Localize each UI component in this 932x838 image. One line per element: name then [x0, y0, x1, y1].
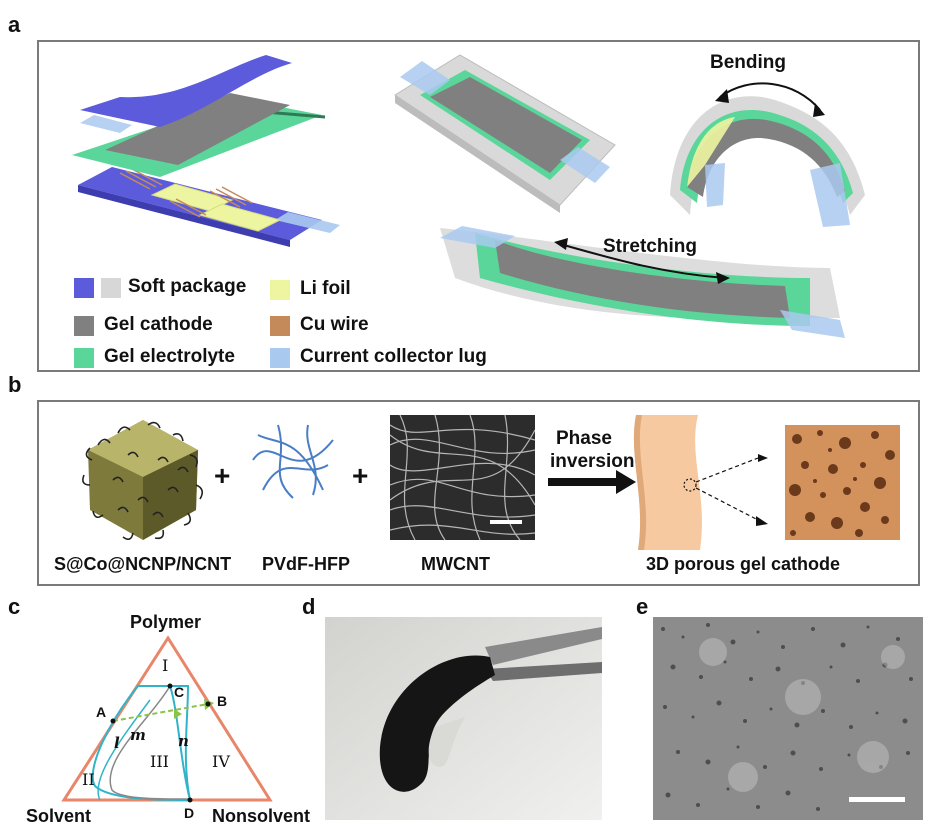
point-b: B — [217, 693, 228, 709]
flat-pouch-cell — [394, 54, 616, 213]
legend-cu-wire: Cu wire — [300, 314, 369, 335]
panel-letter-c: c — [8, 594, 21, 619]
label-mwcnt: MWCNT — [421, 554, 490, 574]
phase-label: Phase — [556, 428, 612, 449]
bent-cell — [670, 82, 865, 227]
legend-li-foil: Li foil — [300, 278, 351, 299]
legend-swatch-soft-package-blue — [74, 278, 94, 298]
legend-swatch-soft-package-gray — [101, 278, 121, 298]
plus-sign-1: + — [214, 460, 231, 491]
curve-l: l — [114, 734, 120, 752]
region-iv: IV — [212, 752, 230, 771]
pvdf-hfp-strands — [252, 424, 334, 499]
stretching-label: Stretching — [603, 236, 697, 257]
curve-m: m — [130, 726, 146, 744]
point-a: A — [96, 704, 107, 720]
label-gel-cathode: 3D porous gel cathode — [646, 554, 841, 574]
porous-sem-image — [653, 617, 923, 820]
region-ii: II — [82, 770, 95, 789]
ternary-phase-diagram — [61, 635, 273, 803]
legend-gel-cathode: Gel cathode — [104, 314, 213, 335]
inversion-label: inversion — [550, 451, 635, 472]
label-pvdf: PVdF-HFP — [262, 554, 350, 574]
legend-gel-electrolyte: Gel electrolyte — [104, 346, 235, 367]
legend-swatch-gel-electrolyte — [74, 348, 94, 368]
legend-soft-package: Soft package — [128, 276, 247, 297]
curve-n: n — [178, 732, 189, 750]
legend-swatch-cu-wire — [270, 316, 290, 336]
vertex-solvent: Solvent — [26, 806, 92, 826]
bent-gel-cathode-photo — [325, 617, 602, 820]
legend-swatch-gel-cathode — [74, 316, 94, 336]
point-c: C — [174, 684, 185, 700]
stretched-cell — [440, 226, 845, 338]
panel-a-frame — [37, 40, 920, 372]
panel-letter-d: d — [302, 594, 316, 619]
point-d: D — [184, 805, 195, 821]
legend-current-collector-lug: Current collector lug — [300, 346, 487, 367]
vertex-nonsolvent: Nonsolvent — [212, 806, 311, 826]
panel-letter-e: e — [636, 594, 649, 619]
legend-swatch-lug — [270, 348, 290, 368]
legend-swatch-li-foil — [270, 280, 290, 300]
label-sconcp: S@Co@NCNP/NCNT — [54, 554, 232, 574]
panel-b-frame — [37, 400, 920, 586]
bending-label: Bending — [710, 52, 786, 73]
sconcp-particle — [82, 420, 204, 541]
panel-letter-a: a — [8, 12, 21, 37]
vertex-polymer: Polymer — [130, 612, 202, 632]
panel-letter-b: b — [8, 372, 22, 397]
region-i: I — [162, 656, 169, 675]
porous-texture-image — [785, 425, 900, 540]
exploded-battery-diagram — [72, 55, 340, 247]
region-iii: III — [150, 752, 169, 771]
gel-cathode-sheet — [633, 415, 768, 550]
mwcnt-sem-image — [390, 415, 535, 540]
plus-sign-2: + — [352, 460, 369, 491]
phase-inversion-arrow — [548, 470, 636, 494]
